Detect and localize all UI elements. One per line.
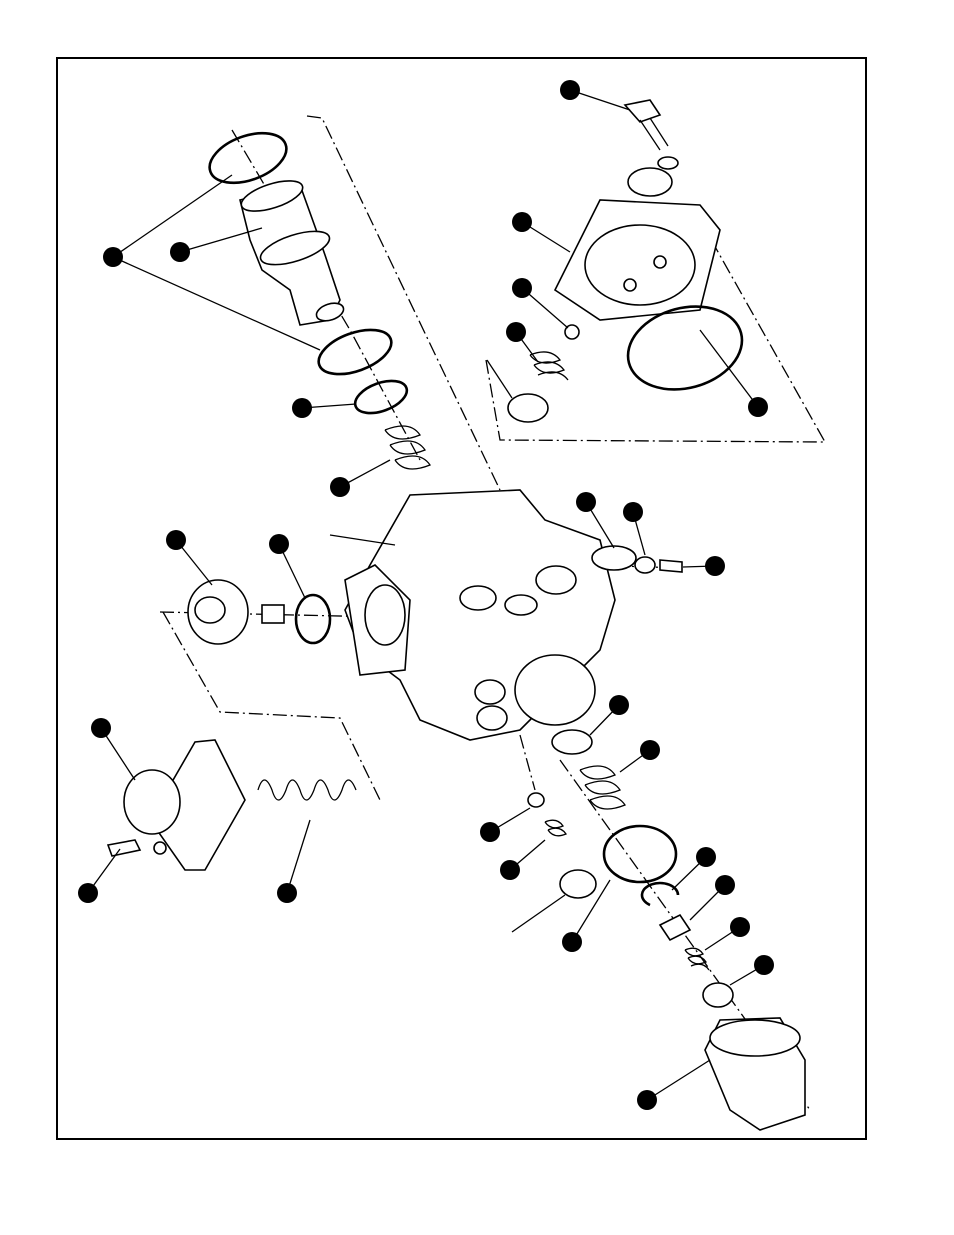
callout-dot [500, 860, 520, 880]
callout-dot [480, 822, 500, 842]
spring-upper [385, 426, 430, 469]
callout-dot [330, 477, 350, 497]
snap-ring [642, 883, 678, 905]
piston-stem [262, 605, 284, 623]
washer-small [154, 842, 166, 854]
lower-port-a [475, 680, 505, 704]
callout-dot [696, 847, 716, 867]
cover-dome [124, 770, 180, 834]
side-piston-group [188, 580, 330, 644]
callout-dot [576, 492, 596, 512]
callout-dot [269, 534, 289, 554]
callout-dot [277, 883, 297, 903]
plug [508, 394, 548, 422]
side-bore [365, 585, 405, 645]
cap-screw-head [625, 100, 660, 122]
retainer [560, 870, 596, 898]
diaphragm [585, 225, 695, 305]
o-ring-small [351, 375, 411, 420]
port-a [460, 586, 496, 610]
o-ring-lower [604, 826, 676, 882]
cover-boss [628, 168, 672, 196]
valve-disc [552, 730, 592, 754]
callout-dot [705, 556, 725, 576]
callout-dot [78, 883, 98, 903]
port-b [505, 595, 537, 615]
lower-right-stack [528, 730, 805, 1130]
valve-body [345, 490, 615, 740]
callout-dot [623, 502, 643, 522]
callout-dot [748, 397, 768, 417]
o-ring-mid [313, 321, 397, 383]
callout-dot [512, 212, 532, 232]
lower-port-b [477, 706, 507, 730]
small-poppet [528, 793, 544, 807]
callout-dot [103, 247, 123, 267]
callout-dot [637, 1090, 657, 1110]
callout-dot [292, 398, 312, 418]
callout-dot [640, 740, 660, 760]
screw [108, 840, 140, 856]
main-port [515, 655, 595, 725]
cap-screw-shank [640, 118, 668, 150]
callout-dot [91, 718, 111, 738]
callout-dot [754, 955, 774, 975]
spring-large [258, 780, 356, 800]
port-c [536, 566, 576, 594]
upper-piston-group [203, 124, 430, 469]
callout-dot [715, 875, 735, 895]
fitting-hex [710, 1020, 800, 1056]
screw-small [660, 560, 682, 572]
callout-dot [562, 932, 582, 952]
right-small-parts [592, 546, 682, 573]
nut-small [635, 557, 655, 573]
check-cap [703, 983, 733, 1007]
callout-dot [512, 278, 532, 298]
callout-dot [170, 242, 190, 262]
small-spring [530, 352, 568, 380]
callout-dot [730, 917, 750, 937]
diaphragm-small [592, 546, 636, 570]
lower-left-group [108, 740, 356, 870]
cover-group [508, 100, 751, 422]
callout-dot [506, 322, 526, 342]
spring-small-lower [545, 820, 566, 836]
callout-dot [609, 695, 629, 715]
callout-dot [166, 530, 186, 550]
o-ring-side [296, 595, 330, 643]
spring-mid [580, 766, 625, 809]
washer [658, 157, 678, 169]
callout-dot [560, 80, 580, 100]
